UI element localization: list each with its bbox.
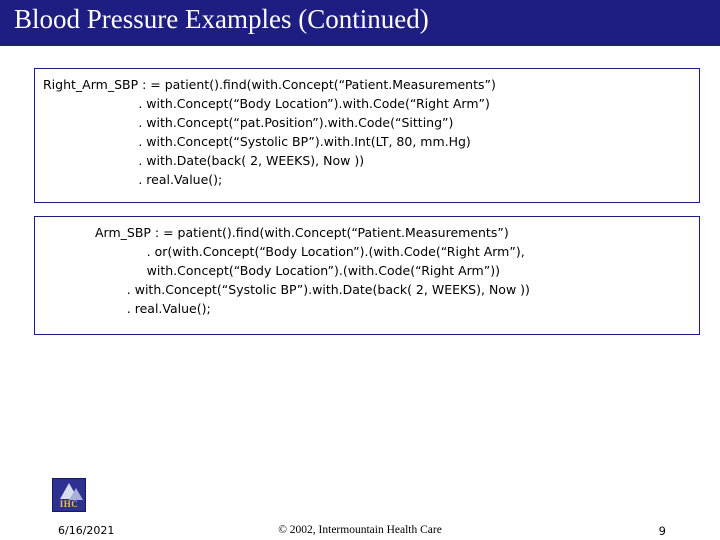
code-block-right-arm-sbp: Right_Arm_SBP : = patient().find(with.Co… <box>34 68 700 203</box>
code-line: . with.Concept(“Systolic BP”).with.Date(… <box>95 282 530 297</box>
code-line: . with.Concept(“pat.Position”).with.Code… <box>43 115 454 130</box>
code-block-arm-sbp: Arm_SBP : = patient().find(with.Concept(… <box>34 216 700 335</box>
footer-copyright: © 2002, Intermountain Health Care <box>278 524 442 536</box>
code-line: . with.Date(back( 2, WEEKS), Now )) <box>43 153 365 168</box>
code-line: with.Concept(“Body Location”).(with.Code… <box>95 263 500 278</box>
footer-page-number: 9 <box>658 524 666 538</box>
code-line: . with.Concept(“Body Location”).with.Cod… <box>43 96 490 111</box>
title-bar: Blood Pressure Examples (Continued) <box>0 0 720 46</box>
code-line: . or(with.Concept(“Body Location”).(with… <box>95 244 525 259</box>
code-block-1-body: Right_Arm_SBP : = patient().find(with.Co… <box>35 69 699 189</box>
page-title: Blood Pressure Examples (Continued) <box>14 4 429 34</box>
logo-peak-shape-secondary <box>69 488 83 500</box>
footer-date: 6/16/2021 <box>58 524 115 537</box>
code-line: Right_Arm_SBP : = patient().find(with.Co… <box>43 77 496 92</box>
logo-text: IHC <box>59 499 79 509</box>
code-block-2-body: Arm_SBP : = patient().find(with.Concept(… <box>35 217 699 318</box>
ihc-logo-icon: IHC <box>52 478 86 512</box>
code-line: . real.Value(); <box>43 172 223 187</box>
code-line: . real.Value(); <box>95 301 211 316</box>
code-line: . with.Concept(“Systolic BP”).with.Int(L… <box>43 134 471 149</box>
code-line: Arm_SBP : = patient().find(with.Concept(… <box>95 225 509 240</box>
